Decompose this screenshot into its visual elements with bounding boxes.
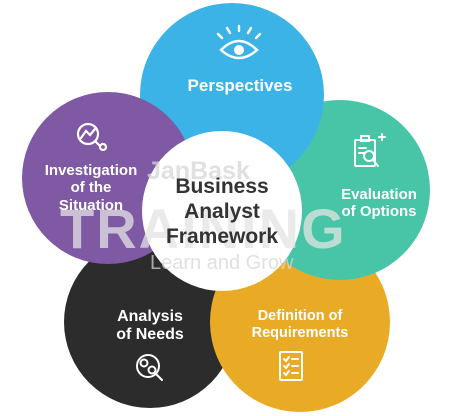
label-line: Investigation bbox=[44, 162, 138, 179]
label-definition: Definition of Requirements bbox=[228, 308, 372, 341]
label-line: of the bbox=[70, 179, 112, 197]
center-circle bbox=[142, 131, 302, 291]
label-line: of Options bbox=[341, 203, 417, 221]
label-line: Analysis bbox=[117, 308, 183, 325]
center-title-line: Framework bbox=[165, 224, 279, 248]
label-analysis: Analysis of Needs bbox=[92, 308, 208, 345]
gears-icon bbox=[136, 354, 163, 381]
magnifier-chart-icon bbox=[76, 122, 108, 152]
label-line: Perspectives bbox=[187, 76, 293, 95]
center-title: Business Analyst Framework bbox=[152, 175, 292, 249]
checklist-icon bbox=[279, 351, 303, 381]
center-title-line: Analyst bbox=[184, 199, 260, 223]
center-title-line: Business bbox=[175, 175, 269, 198]
label-line: Situation bbox=[58, 196, 124, 214]
clipboard-magnifier-icon bbox=[354, 133, 386, 167]
label-line: Definition of bbox=[257, 308, 343, 324]
label-line: Evaluation bbox=[341, 186, 417, 203]
label-line: Requirements bbox=[251, 324, 349, 341]
label-line: of Needs bbox=[116, 326, 184, 344]
label-perspectives: Perspectives bbox=[170, 76, 310, 96]
label-evaluation: Evaluation of Options bbox=[320, 186, 438, 221]
eye-icon bbox=[216, 24, 262, 60]
label-investigation: Investigation of the Situation bbox=[34, 162, 148, 214]
